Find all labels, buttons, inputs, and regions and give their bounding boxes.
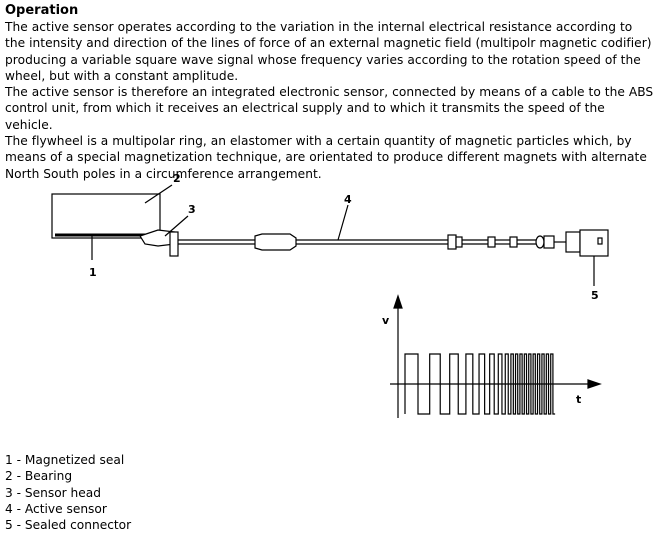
- legend-item-sensor-head: 3 - Sensor head: [5, 485, 101, 500]
- callout-4-leader: [337, 204, 349, 241]
- legend-list: 1 - Magnetized seal 2 - Bearing 3 - Sens…: [5, 452, 131, 533]
- paragraph-integrated-sensor: The active sensor is therefore an integr…: [5, 85, 654, 132]
- callout-5: 5: [591, 289, 599, 302]
- legend-item-sealed-connector: 5 - Sealed connector: [5, 518, 132, 533]
- callout-2: 2: [173, 172, 181, 185]
- section-title: Operation: [5, 3, 79, 18]
- paragraph-flywheel: The flywheel is a multipolar ring, an el…: [5, 134, 647, 181]
- sensor-diagram: 1 2 3 4 5 v t: [51, 172, 609, 418]
- graph-x-label: t: [576, 393, 581, 406]
- active-sensor-cable-shape: [178, 233, 566, 251]
- graph-y-arrow: [393, 294, 403, 309]
- callout-2-leader: [144, 184, 173, 204]
- graph-y-label: v: [382, 314, 390, 327]
- callout-3-leader: [164, 215, 189, 237]
- square-wave-signal: [404, 353, 556, 415]
- sensor-head-shape: [139, 229, 179, 257]
- description-text: The active sensor operates according to …: [5, 19, 655, 182]
- legend-item-magnetized-seal: 1 - Magnetized seal: [5, 453, 125, 467]
- bearing-shape: [51, 193, 161, 239]
- callout-3: 3: [188, 203, 196, 216]
- graph-x-arrow: [587, 379, 602, 389]
- callout-4: 4: [344, 193, 352, 206]
- legend-item-active-sensor: 4 - Active sensor: [5, 501, 107, 516]
- legend-item-bearing: 2 - Bearing: [5, 469, 73, 484]
- sealed-connector-shape: [565, 229, 609, 257]
- paragraph-operation: The active sensor operates according to …: [5, 20, 652, 83]
- callout-1: 1: [89, 266, 97, 279]
